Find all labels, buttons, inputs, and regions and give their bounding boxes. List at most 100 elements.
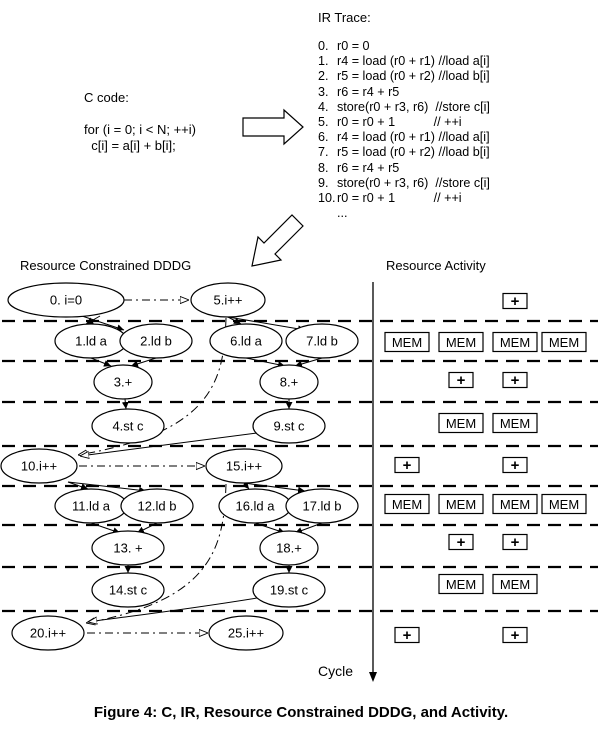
ir-line-number: 6. [318,130,329,145]
dddg-node-ellipse [252,572,326,608]
dddg-node-ellipse [91,408,165,444]
activity-box-frame [438,573,484,595]
ir-line-text: r0 = 0 [337,39,370,53]
ir-line-number: 10. [318,191,336,206]
adder-unit-box: + [502,626,528,644]
adder-unit-box: + [448,371,474,389]
block-arrow-down-left [251,214,304,267]
dddg-node-n1: 1.ld a [54,323,128,359]
ir-line-text: r6 = r4 + r5 [337,84,400,99]
activity-box-frame [492,412,538,434]
mem-unit-box: MEM [438,573,484,595]
dddg-node-ellipse [7,282,125,318]
activity-box-label: + [457,372,466,389]
ir-line: 7.r5 = load (r0 + r2) //load b[i] [318,145,490,160]
activity-box-frame [502,371,528,389]
dddg-node-ellipse [259,530,319,566]
mem-unit-box: MEM [384,493,430,515]
dddg-node-ellipse [119,323,193,359]
dddg-edge [241,481,250,490]
activity-box-frame [492,493,538,515]
dddg-node-label: 7.ld b [306,334,338,349]
ir-line: ... [318,206,490,221]
dddg-node-n12: 12.ld b [120,488,194,524]
dddg-node-label: 16.ld a [235,499,275,514]
ir-line-text: r5 = load (r0 + r2) //load b[i] [337,69,490,84]
activity-box-label: MEM [446,335,476,350]
dddg-node-ellipse [0,448,78,484]
dddg-title: Resource Constrained DDDG [20,258,192,273]
mem-unit-box: MEM [492,331,538,353]
activity-box-frame [394,456,420,474]
dddg-edge [243,482,306,494]
dddg-node-label: 20.i++ [30,626,66,641]
ir-line-number: 8. [318,160,329,175]
dddg-node-n13: 13. + [91,530,165,566]
dddg-node-n9: 9.st c [252,408,326,444]
activity-box-label: + [403,457,412,474]
activity-box-frame [448,533,474,551]
dddg-node-n14: 14.st c [91,572,165,608]
adder-unit-box: + [448,533,474,551]
activity-box-label: MEM [500,577,530,592]
dddg-node-label: 2.ld b [140,334,172,349]
ir-line-text: r4 = load (r0 + r1) //load a[i] [337,130,490,145]
dddg-dependency-edge [80,432,258,456]
dddg-node-label: 12.ld b [137,499,176,514]
ir-line-number: 3. [318,84,329,99]
mem-unit-box: MEM [492,573,538,595]
dddg-edge [130,357,157,368]
ir-line: 4.store(r0 + r3, r6) //store c[i] [318,100,490,115]
dddg-node-ellipse [190,282,266,318]
mem-unit-box: MEM [438,493,484,515]
ir-line-text: store(r0 + r3, r6) //store c[i] [337,175,490,190]
activity-box-frame [438,412,484,434]
ir-line-text: r4 = load (r0 + r1) //load a[i] [337,54,490,69]
activity-box-frame [438,493,484,515]
dddg-edge [90,357,112,367]
activity-box-label: MEM [500,416,530,431]
dddg-node-label: 19.st c [270,583,309,598]
dddg-node-label: 9.st c [273,419,305,434]
adder-unit-box: + [502,371,528,389]
adder-unit-box: + [394,456,420,474]
c-code-line-1: for (i = 0; i < N; ++i) [84,122,196,137]
activity-box-label: + [511,534,520,551]
ir-line-number: 5. [318,115,329,130]
dddg-node-ellipse [209,323,283,359]
ir-line-text: r0 = r0 + 1 // ++i [337,191,462,206]
ir-line: 0.r0 = 0 [318,39,490,54]
dddg-node-n25: 25.i++ [208,615,284,651]
dddg-node-n5: 5.i++ [190,282,266,318]
activity-box-label: + [403,627,412,644]
dddg-node-n11: 11.ld a [54,488,128,524]
mem-unit-box: MEM [492,493,538,515]
activity-box-label: + [511,372,520,389]
activity-box-label: MEM [446,577,476,592]
ir-line-text: r5 = load (r0 + r2) //load b[i] [337,145,490,160]
activity-box-label: MEM [549,497,579,512]
activity-box-label: + [511,627,520,644]
dddg-node-n0: 0. i=0 [7,282,125,318]
dddg-node-label: 3.+ [114,375,132,390]
ir-line-number: 1. [318,54,329,69]
mem-unit-box: MEM [541,493,587,515]
dddg-node-ellipse [11,615,85,651]
mem-unit-box: MEM [492,412,538,434]
ir-line: 10.r0 = r0 + 1 // ++i [318,191,490,206]
dddg-node-n7: 7.ld b [285,323,359,359]
block-arrow-right [242,108,304,146]
activity-box-frame [394,626,420,644]
dddg-node-ellipse [285,488,359,524]
dddg-edge [136,522,158,534]
c-code-title: C code: [84,90,129,105]
activity-box-label: MEM [549,335,579,350]
ir-trace-title: IR Trace: [318,10,371,25]
activity-box-frame [438,331,484,353]
activity-box-frame [384,493,430,515]
ir-line: 2.r5 = load (r0 + r2) //load b[i] [318,69,490,84]
dddg-node-n6: 6.ld a [209,323,283,359]
dddg-node-ellipse [259,364,319,400]
